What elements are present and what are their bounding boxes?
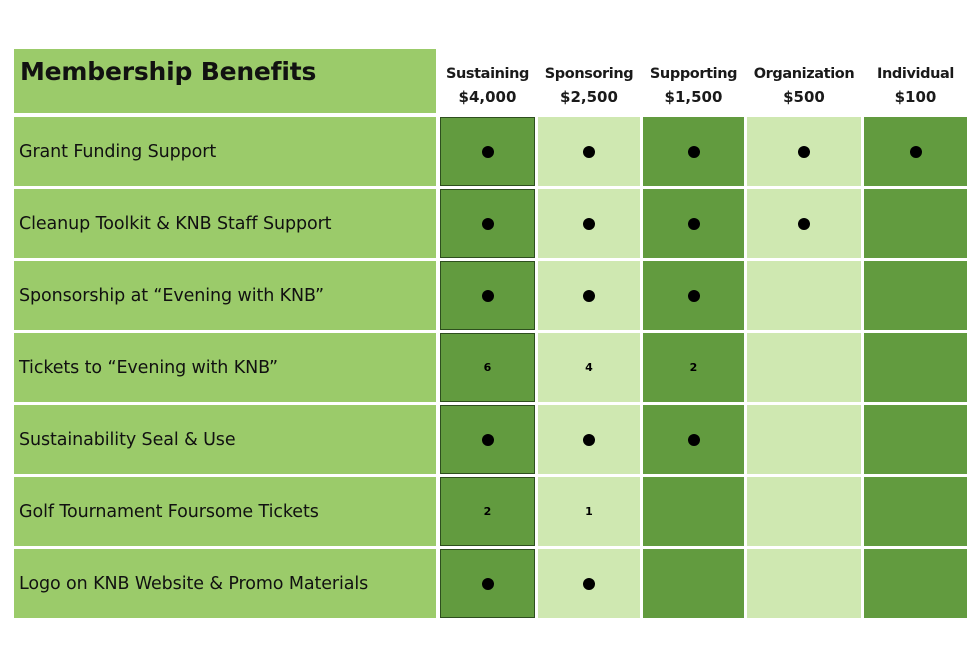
tier-price: $1,500 [664,88,723,106]
benefit-cell-sustaining [440,261,535,330]
benefit-cell-individual [864,333,967,402]
benefit-cell-individual [864,477,967,546]
benefit-cell-sponsoring: 4 [538,333,640,402]
benefit-cell-sustaining [440,189,535,258]
column-header-supporting: Supporting $1,500 [637,64,750,114]
benefit-cell-supporting [643,549,744,618]
included-dot-icon [687,289,700,302]
benefit-cell-individual [864,405,967,474]
table-title-cell: Membership Benefits [14,49,436,113]
benefit-label-cell: Grant Funding Support [14,117,436,186]
tier-price: $2,500 [560,88,618,106]
benefit-cell-supporting [643,117,744,186]
benefit-label: Grant Funding Support [19,141,217,162]
included-dot-icon [481,217,494,230]
benefit-cell-supporting [643,477,744,546]
included-dot-icon [481,145,494,158]
benefit-cell-individual [864,549,967,618]
benefit-cell-supporting: 2 [643,333,744,402]
tier-name: Supporting [649,66,738,82]
benefit-cell-sustaining [440,549,535,618]
page-title: Membership Benefits [20,57,317,86]
included-dot-icon [687,433,700,446]
included-dot-icon [798,145,810,158]
column-header-sustaining: Sustaining $4,000 [434,64,541,114]
benefit-label-cell: Logo on KNB Website & Promo Materials [14,549,436,618]
benefit-count: 2 [689,361,698,374]
benefit-label: Tickets to “Evening with KNB” [19,357,279,378]
benefit-cell-individual [864,261,967,330]
included-dot-icon [583,289,595,302]
benefit-cell-organization [747,333,861,402]
tier-name: Organization [753,66,855,82]
tier-name: Sustaining [445,66,530,82]
included-dot-icon [798,217,810,230]
benefit-cell-sponsoring: 1 [538,477,640,546]
included-dot-icon [481,577,494,590]
benefit-label: Logo on KNB Website & Promo Materials [19,573,369,594]
included-dot-icon [481,433,494,446]
benefit-cell-sponsoring [538,405,640,474]
tier-name: Individual [877,66,954,82]
benefit-cell-organization [747,405,861,474]
benefit-count: 2 [483,505,492,518]
tier-price: $500 [783,88,825,106]
benefit-cell-sustaining: 6 [440,333,535,402]
benefit-cell-individual [864,117,967,186]
tier-price: $100 [894,88,937,106]
benefit-cell-supporting [643,189,744,258]
benefit-label: Sustainability Seal & Use [19,429,236,450]
benefit-count: 1 [585,505,593,518]
included-dot-icon [481,289,494,302]
tier-price: $4,000 [458,88,517,106]
benefit-label-cell: Sustainability Seal & Use [14,405,436,474]
benefit-cell-supporting [643,261,744,330]
benefit-cell-sustaining [440,405,535,474]
benefit-count: 6 [483,361,492,374]
column-header-sponsoring: Sponsoring $2,500 [532,64,646,114]
included-dot-icon [583,577,595,590]
included-dot-icon [909,145,922,158]
included-dot-icon [583,433,595,446]
benefit-cell-organization [747,261,861,330]
benefit-cell-sponsoring [538,549,640,618]
benefit-label-cell: Tickets to “Evening with KNB” [14,333,436,402]
benefit-cell-organization [747,189,861,258]
included-dot-icon [583,217,595,230]
benefit-cell-individual [864,189,967,258]
included-dot-icon [687,217,700,230]
benefit-label-cell: Sponsorship at “Evening with KNB” [14,261,436,330]
tier-name: Sponsoring [544,66,634,82]
benefit-cell-organization [747,117,861,186]
benefit-label: Golf Tournament Foursome Tickets [19,501,319,522]
benefit-cell-sponsoring [538,117,640,186]
benefit-label-cell: Cleanup Toolkit & KNB Staff Support [14,189,436,258]
benefit-count: 4 [585,361,593,374]
benefit-cell-sponsoring [538,261,640,330]
benefit-label-cell: Golf Tournament Foursome Tickets [14,477,436,546]
benefit-label: Sponsorship at “Evening with KNB” [19,285,324,306]
column-header-individual: Individual $100 [858,64,973,114]
benefit-cell-organization [747,549,861,618]
benefit-cell-supporting [643,405,744,474]
column-header-organization: Organization $500 [741,64,867,114]
benefit-cell-organization [747,477,861,546]
included-dot-icon [583,145,595,158]
included-dot-icon [687,145,700,158]
benefit-label: Cleanup Toolkit & KNB Staff Support [19,213,332,234]
benefit-cell-sponsoring [538,189,640,258]
benefit-cell-sustaining: 2 [440,477,535,546]
benefit-cell-sustaining [440,117,535,186]
